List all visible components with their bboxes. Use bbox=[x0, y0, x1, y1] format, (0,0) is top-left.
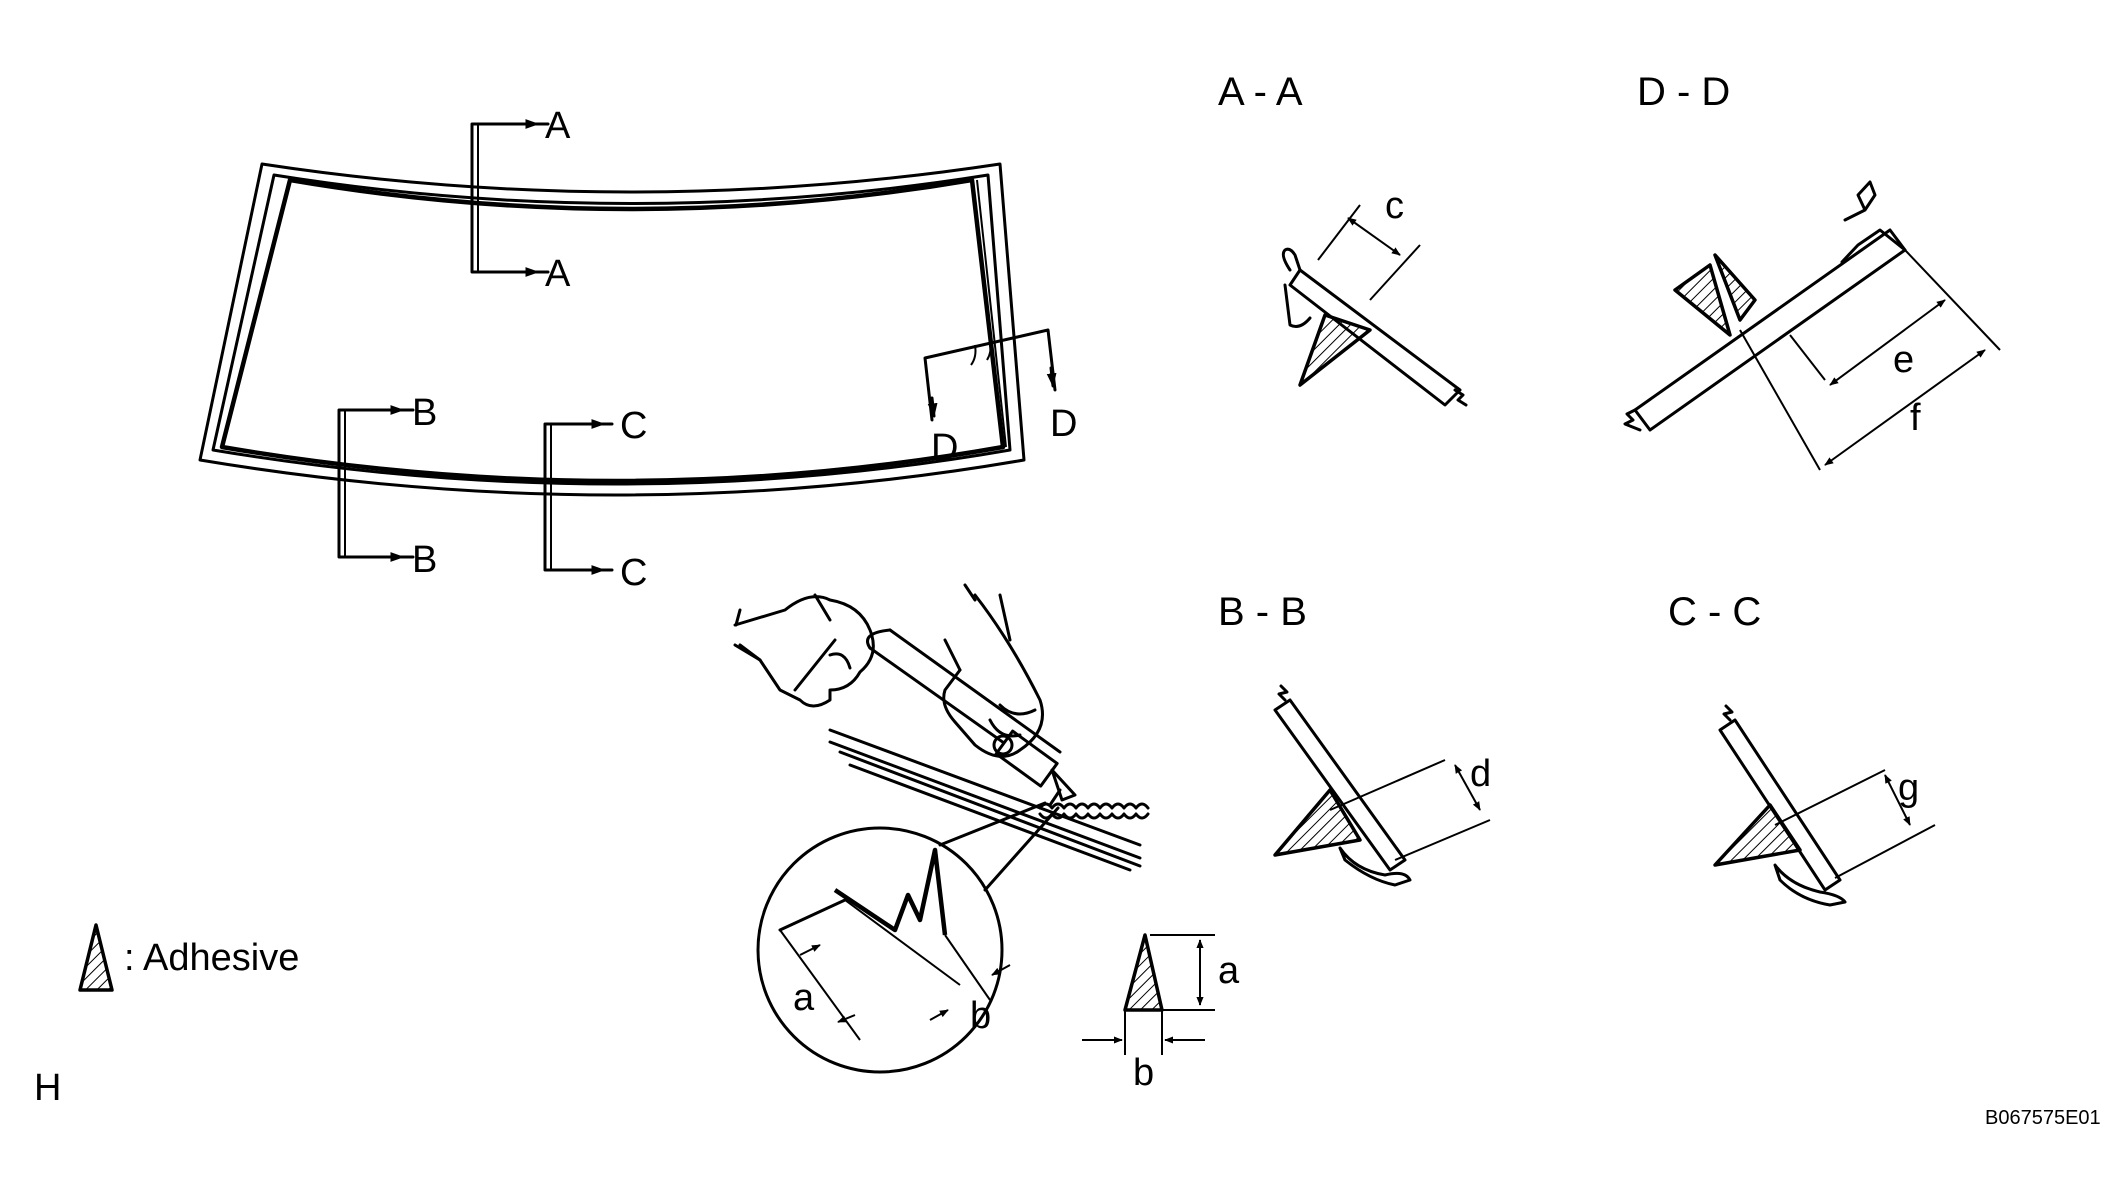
section-bb-title: B - B bbox=[1218, 590, 1307, 634]
section-d-label-left: D bbox=[931, 427, 958, 469]
adhesive-legend-icon bbox=[78, 923, 114, 992]
bead-magnifier-circle bbox=[756, 801, 1060, 1074]
section-d-label-right: D bbox=[1050, 403, 1077, 445]
section-a-label-top: A bbox=[545, 105, 571, 147]
section-a-cut-line bbox=[470, 119, 550, 277]
section-dd-title: D - D bbox=[1637, 70, 1730, 114]
magnifier-dim-b: b bbox=[970, 995, 991, 1037]
section-c-label-top: C bbox=[620, 405, 647, 447]
section-dd-dim-e: e bbox=[1893, 339, 1914, 381]
section-b-label-bottom: B bbox=[412, 539, 437, 581]
windshield-outline bbox=[198, 162, 1026, 497]
figure-code: B067575E01 bbox=[1985, 1107, 2101, 1129]
section-dd-view bbox=[1623, 180, 2001, 471]
section-c-cut-line bbox=[543, 419, 614, 575]
section-aa-dim-c: c bbox=[1385, 185, 1404, 227]
section-cc-view bbox=[1713, 704, 1936, 907]
section-bb-view bbox=[1273, 684, 1491, 887]
section-b-label-top: B bbox=[412, 392, 437, 434]
section-c-label-bottom: C bbox=[620, 552, 647, 594]
section-aa-title: A - A bbox=[1218, 70, 1303, 114]
section-cc-dim-g: g bbox=[1898, 767, 1919, 809]
section-b-cut-line bbox=[337, 405, 415, 562]
corner-mark: H bbox=[34, 1067, 61, 1109]
bead-dimension-triangle bbox=[1082, 933, 1215, 1055]
section-dd-dim-f: f bbox=[1910, 397, 1921, 439]
triangle-dim-b: b bbox=[1133, 1052, 1154, 1094]
adhesive-gun-application bbox=[733, 583, 1150, 872]
magnifier-dim-a: a bbox=[793, 977, 815, 1019]
section-cc-title: C - C bbox=[1668, 590, 1761, 634]
section-d-cut-line bbox=[923, 328, 1057, 422]
section-a-label-bottom: A bbox=[545, 253, 571, 295]
section-bb-dim-d: d bbox=[1470, 753, 1491, 795]
section-aa-view bbox=[1281, 204, 1468, 407]
adhesive-legend-text: : Adhesive bbox=[124, 937, 299, 979]
triangle-dim-a: a bbox=[1218, 950, 1240, 992]
